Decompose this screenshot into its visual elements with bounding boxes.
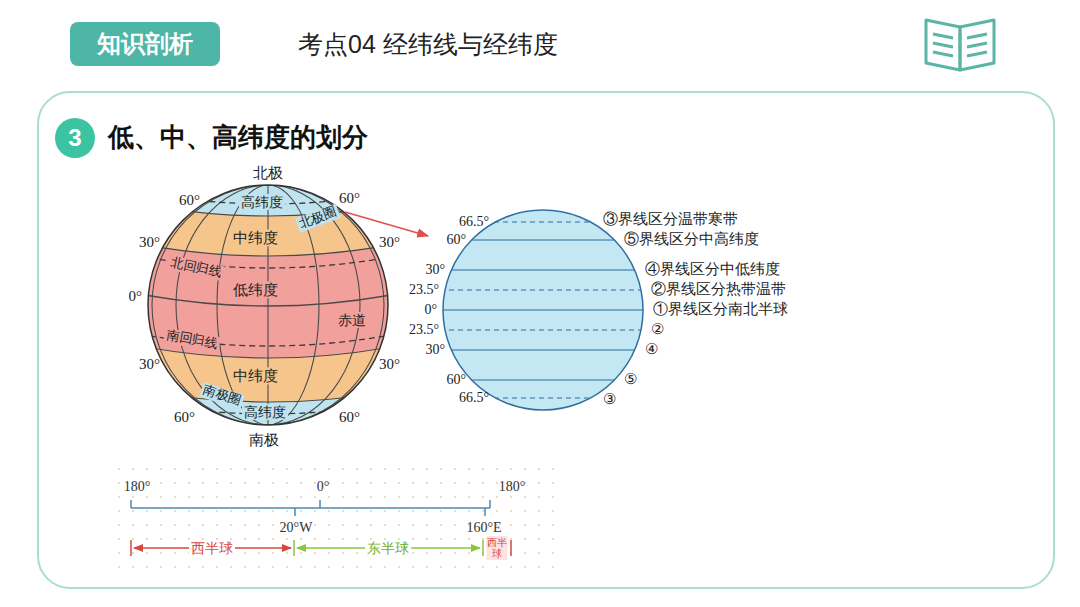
book-icon [926,20,994,70]
latitude-circle [440,210,646,410]
degree-label: 60° [446,372,466,388]
node-text: 知识剖析 [97,28,193,60]
zone-label: 高纬度 [239,194,285,210]
section-heading: 低、中、高纬度的划分 [108,123,368,153]
longitude-value: 180° [499,479,526,495]
degree-label: 60° [179,192,200,209]
pole-label: 南极 [247,431,281,448]
hemisphere-label: 东半球 [365,540,411,556]
degree-label: 60° [339,409,360,426]
longitude-value: 160°E [466,520,501,536]
boundary-note: ②界线区分热带温带 [651,281,786,298]
zone-label: 高纬度 [242,404,288,420]
degree-label: 0° [129,288,143,305]
degree-label: 30° [379,356,400,373]
degree-label: 30° [425,262,445,278]
equator-label: 赤道 [336,312,368,328]
pointer-arrow [345,212,428,236]
callout-number: ③ [603,391,616,408]
degree-label: 23.5° [409,322,439,338]
degree-label: 66.5° [459,214,489,230]
longitude-value: 0° [317,479,330,495]
degree-label: 66.5° [459,390,489,406]
pole-label: 北极 [251,164,285,181]
boundary-note: ①界线区分南北半球 [653,301,788,318]
step-badge: 3 [55,118,95,158]
longitude-value: 180° [124,479,151,495]
degree-label: 60° [446,232,466,248]
boundary-note: ⑤界线区分中高纬度 [624,231,759,248]
degree-label: 30° [425,342,445,358]
callout-number: ④ [645,341,658,358]
hemisphere-label: 西半球 [487,536,508,560]
degree-label: 0° [424,302,437,318]
degree-label: 30° [139,234,160,251]
content-panel [38,92,1054,588]
page-title: 考点04 经纬线与经纬度 [298,28,558,61]
degree-label: 60° [174,409,195,426]
degree-label: 30° [139,356,160,373]
longitude-value: 20°W [280,520,313,536]
boundary-note: ④界线区分中低纬度 [645,261,780,278]
zone-label: 中纬度 [231,229,280,246]
longitude-number-line [115,462,555,572]
hemisphere-label: 西半球 [189,540,235,556]
zone-label: 低纬度 [231,281,280,298]
callout-number: ② [651,321,664,338]
globe-illustration [140,180,396,430]
section-tag: 知识剖析 [70,22,220,66]
degree-label: 30° [379,234,400,251]
degree-label: 23.5° [409,282,439,298]
node-text: 3 [68,124,81,152]
degree-label: 60° [339,190,360,207]
zone-label: 中纬度 [231,367,280,384]
callout-number: ⑤ [624,371,637,388]
boundary-note: ③界线区分温带寒带 [603,211,738,228]
